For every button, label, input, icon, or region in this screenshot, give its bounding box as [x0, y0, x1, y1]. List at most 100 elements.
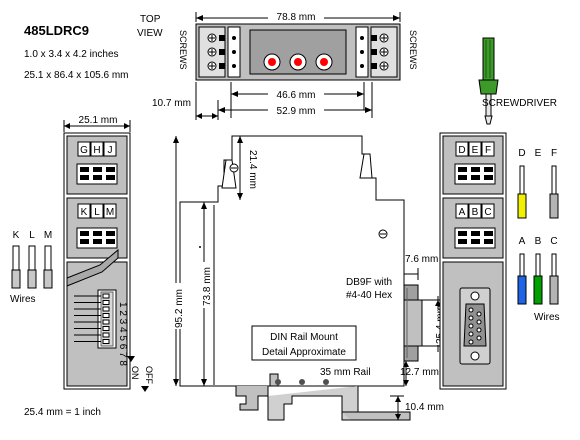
terminal-slot [471, 175, 480, 180]
inch-note: 25.4 mm = 1 inch [24, 407, 101, 418]
terminal-label: M [106, 207, 114, 218]
terminal-label: D [458, 145, 465, 156]
terminal-label-box [77, 203, 91, 219]
terminal-slot [80, 167, 89, 172]
terminal-label-box [103, 141, 117, 157]
dip-switch-leaders [74, 293, 110, 344]
terminal-square [219, 35, 225, 41]
db9-pin [476, 327, 482, 333]
dim-21-4-label: 21.4 mm [247, 150, 258, 189]
terminal-label: E [472, 145, 479, 156]
dim-top-width-label: 78.8 mm [277, 12, 316, 23]
led-light [268, 58, 276, 66]
dim-7-6-label: 7.6 mm [405, 254, 438, 265]
terminal-slot [106, 239, 115, 244]
wire-letter: K [13, 230, 20, 241]
dip-off-label: OFF [144, 366, 154, 384]
db9-pin [468, 331, 474, 337]
dim-25-1 [63, 113, 131, 132]
terminal-square [371, 49, 377, 55]
terminal-slot [80, 231, 89, 236]
db9-pin [468, 315, 474, 321]
wire-insulation [43, 269, 53, 289]
terminal-square [371, 63, 377, 69]
terminal-label-box [468, 141, 482, 157]
dim-12-7 [403, 361, 409, 386]
terminal-slot [93, 167, 102, 172]
terminal-slot [80, 239, 89, 244]
db9-label-line2: #4-40 Hex [346, 290, 392, 301]
top-view-label-line2: VIEW [137, 28, 163, 39]
db9-pin [476, 335, 482, 341]
terminal-square [219, 49, 225, 55]
pin-dot [360, 50, 364, 54]
dip-switch-lever [102, 306, 110, 312]
size-mm: 25.1 x 86.4 x 105.6 mm [24, 70, 129, 81]
pin-dot [360, 64, 364, 68]
dim-25-1-label: 25.1 mm [79, 115, 118, 126]
terminal-label: K [81, 207, 88, 218]
dim-10-4 [390, 395, 404, 421]
wire-insulation [549, 275, 559, 305]
dim-73-8-label: 73.8 mm [202, 267, 213, 306]
dim-10-4-label: 10.4 mm [405, 402, 444, 413]
led-light [294, 58, 302, 66]
wire-conductor [519, 253, 525, 277]
dip-on-label: ON [130, 366, 140, 380]
terminal-square [371, 35, 377, 41]
wire-letter: E [535, 148, 542, 159]
dip-switch-lever [102, 319, 110, 325]
rail-label: 35 mm Rail [320, 367, 371, 378]
terminal-slot [106, 167, 115, 172]
db9-connector-side [403, 284, 423, 362]
size-inches: 1.0 x 3.4 x 4.2 inches [24, 49, 119, 60]
screws-label-right: SCREWS [408, 30, 418, 70]
dip-switch-lever [102, 313, 110, 318]
dim-10-7 [195, 82, 219, 120]
wire-insulation [11, 269, 21, 289]
screwdriver-icon [478, 37, 499, 125]
dim-46-6 [230, 82, 365, 118]
pin-dot [360, 36, 364, 40]
dip-switch-lever [102, 339, 110, 344]
wire-insulation [549, 193, 559, 219]
dim-52-9 [218, 82, 373, 118]
terminal-slot [106, 175, 115, 180]
db9-pin [468, 307, 474, 313]
terminal-slot [484, 175, 493, 180]
terminal-slot [471, 239, 480, 244]
top-view-leds [263, 53, 333, 71]
terminal-label: G [80, 145, 88, 156]
din-note-line1: DIN Rail Mount [270, 332, 338, 343]
wire-letter: L [29, 230, 35, 241]
terminal-slot [458, 239, 467, 244]
terminal-slot [93, 175, 102, 180]
db9-pins [468, 307, 482, 345]
screwdriver-label: SCREWDRIVER [482, 98, 557, 109]
right-terminal-blocks [454, 163, 496, 249]
terminal-slot [471, 231, 480, 236]
din-note-line2: Detail Approximate [262, 347, 346, 358]
db9-pin [476, 311, 482, 317]
terminal-label-box [455, 203, 469, 219]
pin-dot [232, 36, 236, 40]
wire-conductor [551, 165, 557, 195]
terminal-label-box [481, 141, 495, 157]
terminal-label-box [90, 141, 104, 157]
terminal-label: C [484, 207, 491, 218]
wire-letter: C [550, 236, 557, 247]
wire-conductor [551, 253, 557, 277]
pin-dot [232, 64, 236, 68]
terminal-label-box [468, 203, 482, 219]
terminal-slot [106, 231, 115, 236]
wire-insulation [517, 275, 527, 305]
dip-switch-lever [102, 300, 110, 305]
dip-numbers: 1 2 3 4 5 6 7 8 [117, 302, 128, 366]
terminal-label-box [77, 141, 91, 157]
dip-on-off-arrows [127, 356, 149, 392]
terminal-label: H [93, 145, 100, 156]
wire-letter: F [551, 148, 557, 159]
